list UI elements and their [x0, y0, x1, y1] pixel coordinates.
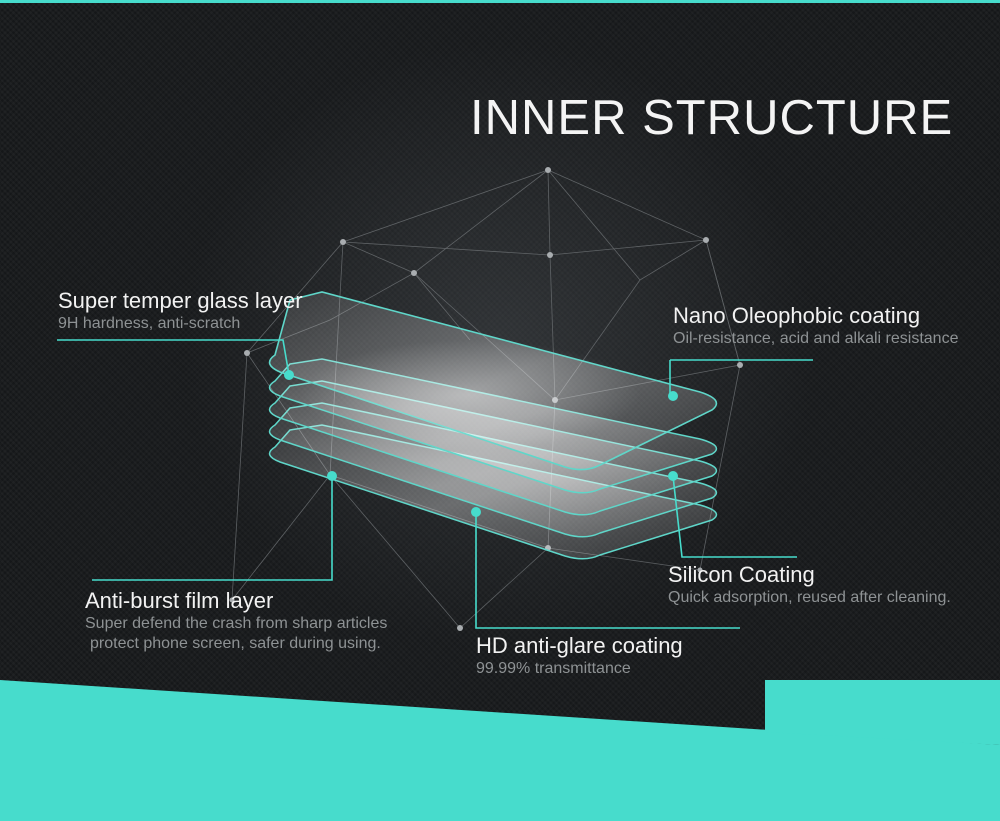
label-subtitle: 9H hardness, anti-scratch: [58, 315, 241, 332]
label-subtitle-line-2: protect phone screen, safer during using…: [90, 635, 381, 652]
callout-dots: [284, 370, 678, 517]
label-subtitle-line-1: Super defend the crash from sharp articl…: [85, 615, 388, 632]
label-title: Anti-burst film layer: [85, 588, 274, 613]
page-title: INNER STRUCTURE: [470, 91, 954, 145]
label-subtitle: Oil-resistance, acid and alkali resistan…: [673, 330, 959, 347]
label-hd-anti-glare: HD anti-glare coating 99.99% transmittan…: [476, 633, 683, 679]
callout-dot-icon: [471, 507, 481, 517]
teal-corner-block: [765, 680, 1000, 745]
teal-band: [0, 680, 1000, 821]
label-title: Silicon Coating: [668, 562, 815, 587]
label-title: Super temper glass layer: [58, 288, 303, 313]
label-silicon-coating: Silicon Coating Quick adsorption, reused…: [668, 562, 951, 608]
glass-layers: [268, 291, 718, 560]
label-anti-burst-film: Anti-burst film layer Super defend the c…: [85, 588, 387, 654]
top-accent-border: [0, 0, 1000, 3]
label-title: HD anti-glare coating: [476, 633, 683, 658]
label-subtitle: Quick adsorption, reused after cleaning.: [668, 589, 951, 606]
callout-dot-icon: [284, 370, 294, 380]
label-title: Nano Oleophobic coating: [673, 303, 921, 328]
label-super-temper-glass: Super temper glass layer 9H hardness, an…: [58, 288, 303, 334]
callout-lines: [57, 339, 813, 629]
callout-dot-icon: [327, 471, 337, 481]
callout-dot-icon: [668, 471, 678, 481]
callout-dot-icon: [668, 391, 678, 401]
label-nano-oleophobic: Nano Oleophobic coating Oil-resistance, …: [673, 303, 958, 349]
label-subtitle: 99.99% transmittance: [476, 660, 631, 677]
